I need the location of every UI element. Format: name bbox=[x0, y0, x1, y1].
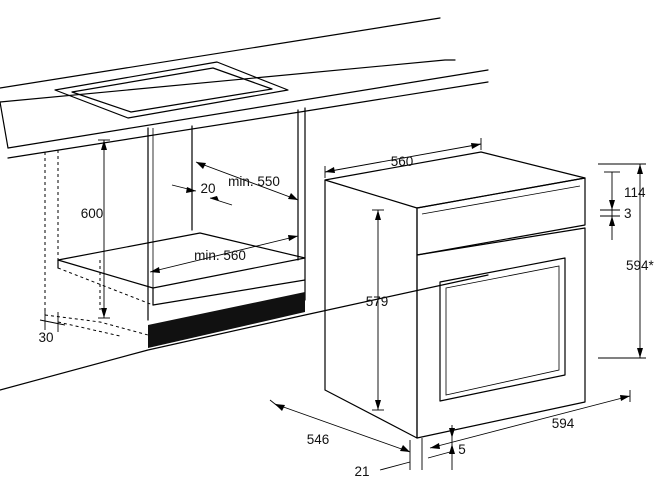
label-min-560: min. 560 bbox=[194, 248, 246, 263]
label-560: 560 bbox=[391, 154, 414, 169]
dimension-labels: 600 min. 550 20 min. 560 30 560 114 3 59… bbox=[38, 154, 654, 479]
label-546: 546 bbox=[307, 432, 330, 447]
label-594-star: 594* bbox=[626, 258, 655, 273]
oven bbox=[324, 151, 586, 439]
countertop bbox=[0, 17, 489, 159]
label-3: 3 bbox=[624, 206, 632, 221]
cabinet-dimensions bbox=[39, 139, 299, 332]
label-min-550: min. 550 bbox=[228, 174, 280, 189]
label-30: 30 bbox=[38, 330, 53, 345]
label-579: 579 bbox=[366, 294, 389, 309]
cabinet-niche bbox=[44, 107, 306, 337]
label-5: 5 bbox=[458, 442, 466, 457]
label-114: 114 bbox=[624, 185, 646, 200]
hob bbox=[54, 61, 289, 119]
label-600: 600 bbox=[81, 206, 104, 221]
oven-dimensions bbox=[269, 138, 646, 471]
floor-line bbox=[0, 274, 489, 391]
plinth bbox=[148, 292, 305, 348]
label-20: 20 bbox=[200, 181, 215, 196]
label-594: 594 bbox=[552, 416, 575, 431]
label-21: 21 bbox=[354, 464, 369, 479]
